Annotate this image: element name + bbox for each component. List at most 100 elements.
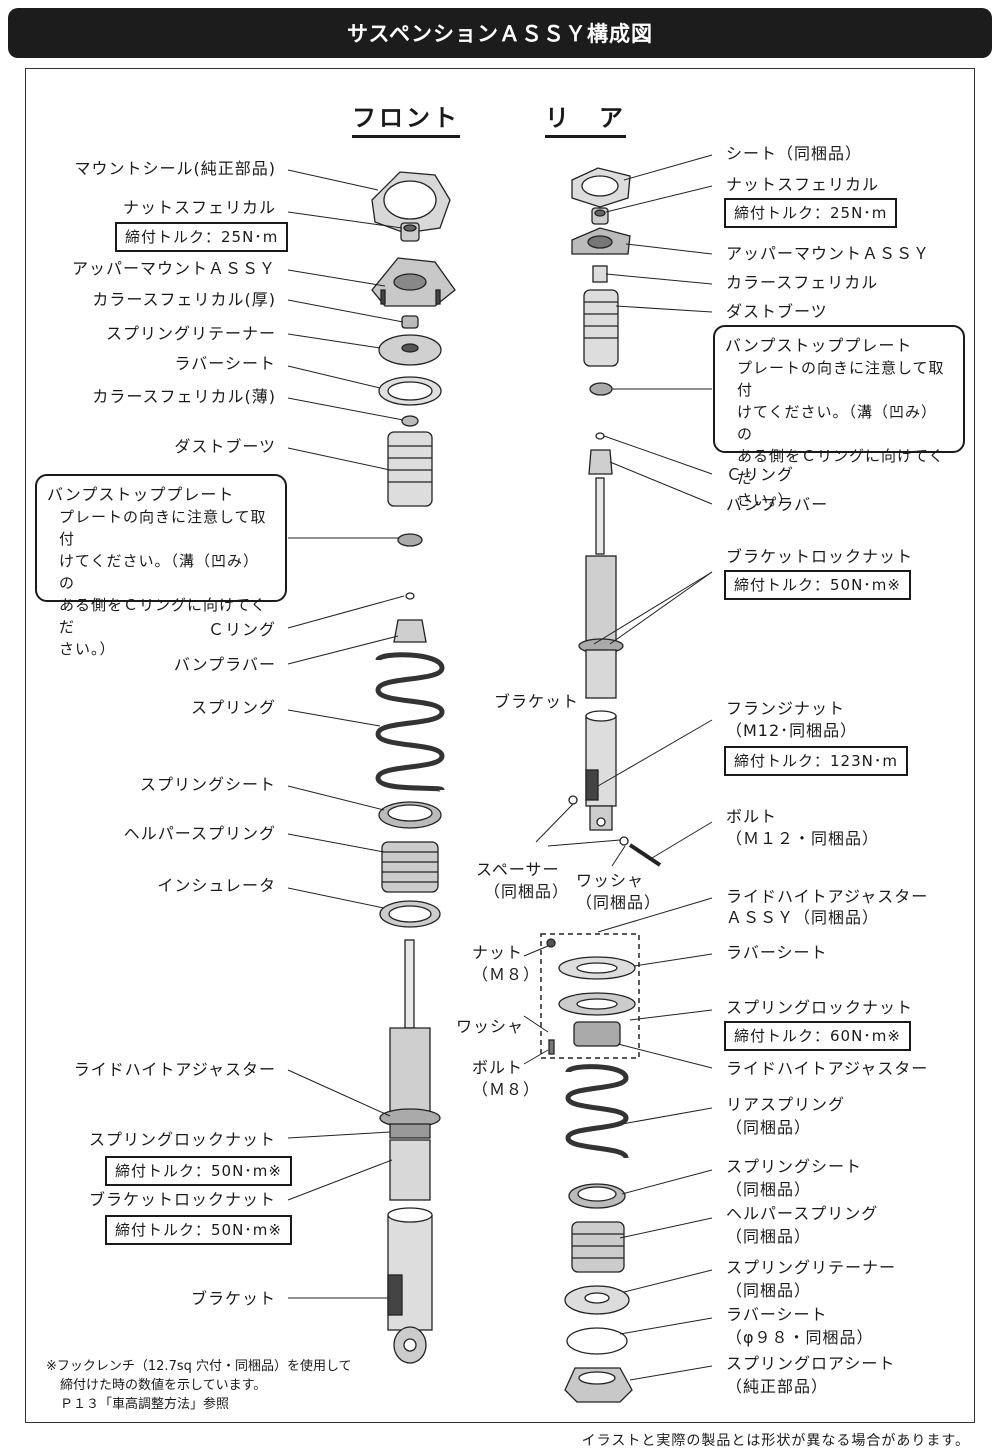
rear-c-ring bbox=[595, 432, 605, 440]
rear-label-washer-spec: （同梱品） bbox=[576, 893, 662, 912]
rear-note-line1: プレートの向きに注意して取付 bbox=[737, 359, 945, 399]
page-title: サスペンションＡＳＳＹ構成図 bbox=[8, 8, 992, 58]
rear-rubber-seat-98 bbox=[566, 1327, 628, 1355]
rear-label-flange-nut: フランジナット bbox=[726, 699, 846, 718]
rear-helper-spring bbox=[571, 1221, 625, 1273]
front-damper bbox=[379, 939, 441, 1201]
front-label-helper-spring: ヘルパースプリング bbox=[123, 824, 276, 843]
front-nut-spherical bbox=[400, 222, 420, 242]
rear-spring bbox=[565, 1064, 629, 1160]
rear-label-helper-spring: ヘルパースプリング bbox=[726, 1204, 879, 1223]
rear-label-bolt-m12-spec: （Ｍ１２・同梱品） bbox=[726, 829, 880, 848]
rear-ride-height-adjuster-assy bbox=[540, 933, 640, 1059]
front-label-insulator: インシュレータ bbox=[157, 876, 276, 895]
rear-label-rha-assy: ライドハイトアジャスター bbox=[726, 887, 929, 906]
rear-label-rubber-seat-98-spec: （φ９８・同梱品） bbox=[726, 1328, 874, 1347]
rear-label-lower-seat: スプリングロアシート bbox=[726, 1354, 896, 1373]
rear-torque-bracket-lock: 締付トルク：50N･m※ bbox=[724, 570, 911, 600]
rear-dust-boots bbox=[583, 289, 619, 367]
rear-label-bolt-m8: ボルト bbox=[472, 1058, 524, 1077]
rear-label-spring-retainer: スプリングリテーナー bbox=[726, 1258, 897, 1277]
rear-label-rha-assy-spec: ＡＳＳＹ（同梱品） bbox=[726, 908, 880, 927]
rear-label-dust-boots: ダストブーツ bbox=[726, 302, 828, 321]
front-label-rubber-seat: ラバーシート bbox=[174, 354, 276, 373]
rear-label-rear-spring: リアスプリング bbox=[726, 1095, 846, 1114]
rear-bump-stop-note: バンプストッププレート プレートの向きに注意して取付 けてください。（溝（凹み）… bbox=[713, 325, 965, 509]
front-spring-retainer bbox=[378, 334, 442, 366]
rear-label-collar-spherical: カラースフェリカル bbox=[726, 273, 879, 292]
front-label-bracket-lock-nut: ブラケットロックナット bbox=[88, 1190, 276, 1209]
rear-label-washer: ワッシャ bbox=[576, 871, 645, 890]
front-label-collar-thick: カラースフェリカル(厚) bbox=[92, 290, 276, 309]
rear-label-bracket-lock-nut: ブラケットロックナット bbox=[726, 547, 914, 566]
rear-label-washer-m8: ワッシャ bbox=[456, 1017, 525, 1036]
rear-label-rubber-seat-98: ラバーシート bbox=[726, 1305, 828, 1324]
front-torque-bracket-lock: 締付トルク：50N･m※ bbox=[105, 1215, 292, 1245]
rear-note-line3: ある側をＣリングに向けてくだ bbox=[737, 447, 945, 487]
rear-label-upper-mount: アッパーマウントＡＳＳＹ bbox=[726, 244, 931, 263]
rear-torque-flange: 締付トルク：123N･m bbox=[724, 746, 908, 776]
front-label-bump-rubber: バンプラバー bbox=[173, 655, 276, 674]
disclaimer: イラストと実際の製品とは形状が異なる場合があります。 bbox=[581, 1433, 970, 1449]
rear-label-nut-m8-spec: （Ｍ８） bbox=[472, 965, 541, 984]
footnote: ※フックレンチ（12.7sq 穴付・同梱品）を使用して 締付けた時の数値を示して… bbox=[46, 1357, 352, 1414]
rear-spring-lower-seat bbox=[564, 1367, 633, 1403]
diagram-frame bbox=[25, 68, 975, 1423]
front-bump-stop-plate bbox=[397, 533, 423, 547]
footnote-line3: Ｐ１３「車高調整方法」参照 bbox=[60, 1397, 230, 1412]
rear-label-c-ring: Ｃリング bbox=[726, 465, 795, 484]
front-label-spring: スプリング bbox=[190, 698, 276, 717]
rear-torque-spring-lock: 締付トルク：60N･m※ bbox=[724, 1021, 911, 1051]
rear-label-bracket: ブラケット bbox=[494, 692, 580, 711]
front-torque-nut: 締付トルク：25N･m bbox=[115, 222, 289, 252]
rear-label-rubber-seat: ラバーシート bbox=[726, 943, 828, 962]
front-label-upper-mount: アッパーマウントＡＳＳＹ bbox=[71, 259, 276, 278]
rear-label-bolt-m12: ボルト bbox=[726, 807, 778, 826]
rear-note-title: バンプストッププレート bbox=[725, 336, 913, 355]
rear-heading: リ ア bbox=[545, 98, 626, 138]
front-label-bracket: ブラケット bbox=[190, 1289, 276, 1308]
front-collar-thin bbox=[401, 415, 419, 427]
front-collar-thick bbox=[401, 315, 419, 329]
front-note-line2: けてください。（溝（凹み）の bbox=[59, 552, 260, 592]
front-torque-spring-lock: 締付トルク：50N･m※ bbox=[105, 1156, 292, 1186]
rear-label-nut-m8: ナット bbox=[472, 943, 524, 962]
rear-label-spacer: スペーサー bbox=[476, 860, 560, 879]
rear-label-spring-lock-nut: スプリングロックナット bbox=[726, 998, 914, 1017]
front-c-ring bbox=[405, 592, 415, 600]
front-upper-mount bbox=[371, 257, 456, 307]
front-label-nut-spherical: ナットスフェリカル bbox=[122, 198, 276, 217]
rear-bump-rubber bbox=[588, 449, 613, 475]
front-label-c-ring: Ｃリング bbox=[207, 620, 276, 639]
front-note-title: バンプストッププレート bbox=[47, 485, 235, 504]
rear-spring-seat bbox=[568, 1183, 626, 1209]
rear-label-rear-spring-spec: （同梱品） bbox=[726, 1118, 812, 1137]
front-label-collar-thin: カラースフェリカル(薄) bbox=[92, 387, 276, 406]
rear-seat bbox=[571, 167, 631, 208]
rear-bump-stop-plate bbox=[589, 382, 613, 396]
front-label-spring-retainer: スプリングリテーナー bbox=[105, 324, 276, 343]
rear-torque-nut: 締付トルク：25N･m bbox=[724, 198, 898, 228]
rear-label-bolt-m8-spec: （Ｍ８） bbox=[472, 1080, 541, 1099]
rear-nut-spherical bbox=[591, 207, 609, 225]
rear-upper-mount bbox=[571, 227, 631, 255]
rear-label-lower-seat-spec: （純正部品） bbox=[726, 1377, 829, 1396]
front-label-mount-seal: マウントシール(純正部品) bbox=[74, 159, 276, 178]
front-note-line4: さい。） bbox=[59, 640, 116, 658]
front-bracket bbox=[387, 1207, 433, 1364]
rear-label-flange-nut-spec: （M12･同梱品） bbox=[726, 721, 858, 740]
rear-label-bump-rubber: バンプラバー bbox=[726, 495, 829, 514]
front-insulator bbox=[379, 900, 441, 928]
rear-label-ride-height: ライドハイトアジャスター bbox=[726, 1059, 929, 1078]
footnote-line1: ※フックレンチ（12.7sq 穴付・同梱品）を使用して bbox=[46, 1359, 352, 1374]
rear-label-spring-seat: スプリングシート bbox=[726, 1157, 863, 1176]
front-spring-seat bbox=[378, 801, 442, 829]
rear-label-helper-spring-spec: （同梱品） bbox=[726, 1227, 812, 1246]
footnote-line2: 締付けた時の数値を示しています。 bbox=[60, 1378, 267, 1393]
front-mount-seal bbox=[371, 171, 451, 234]
front-bump-rubber bbox=[393, 619, 427, 643]
front-heading: フロント bbox=[352, 98, 460, 138]
front-note-line1: プレートの向きに注意して取付 bbox=[59, 508, 267, 548]
rear-bolt-m12 bbox=[568, 795, 662, 867]
